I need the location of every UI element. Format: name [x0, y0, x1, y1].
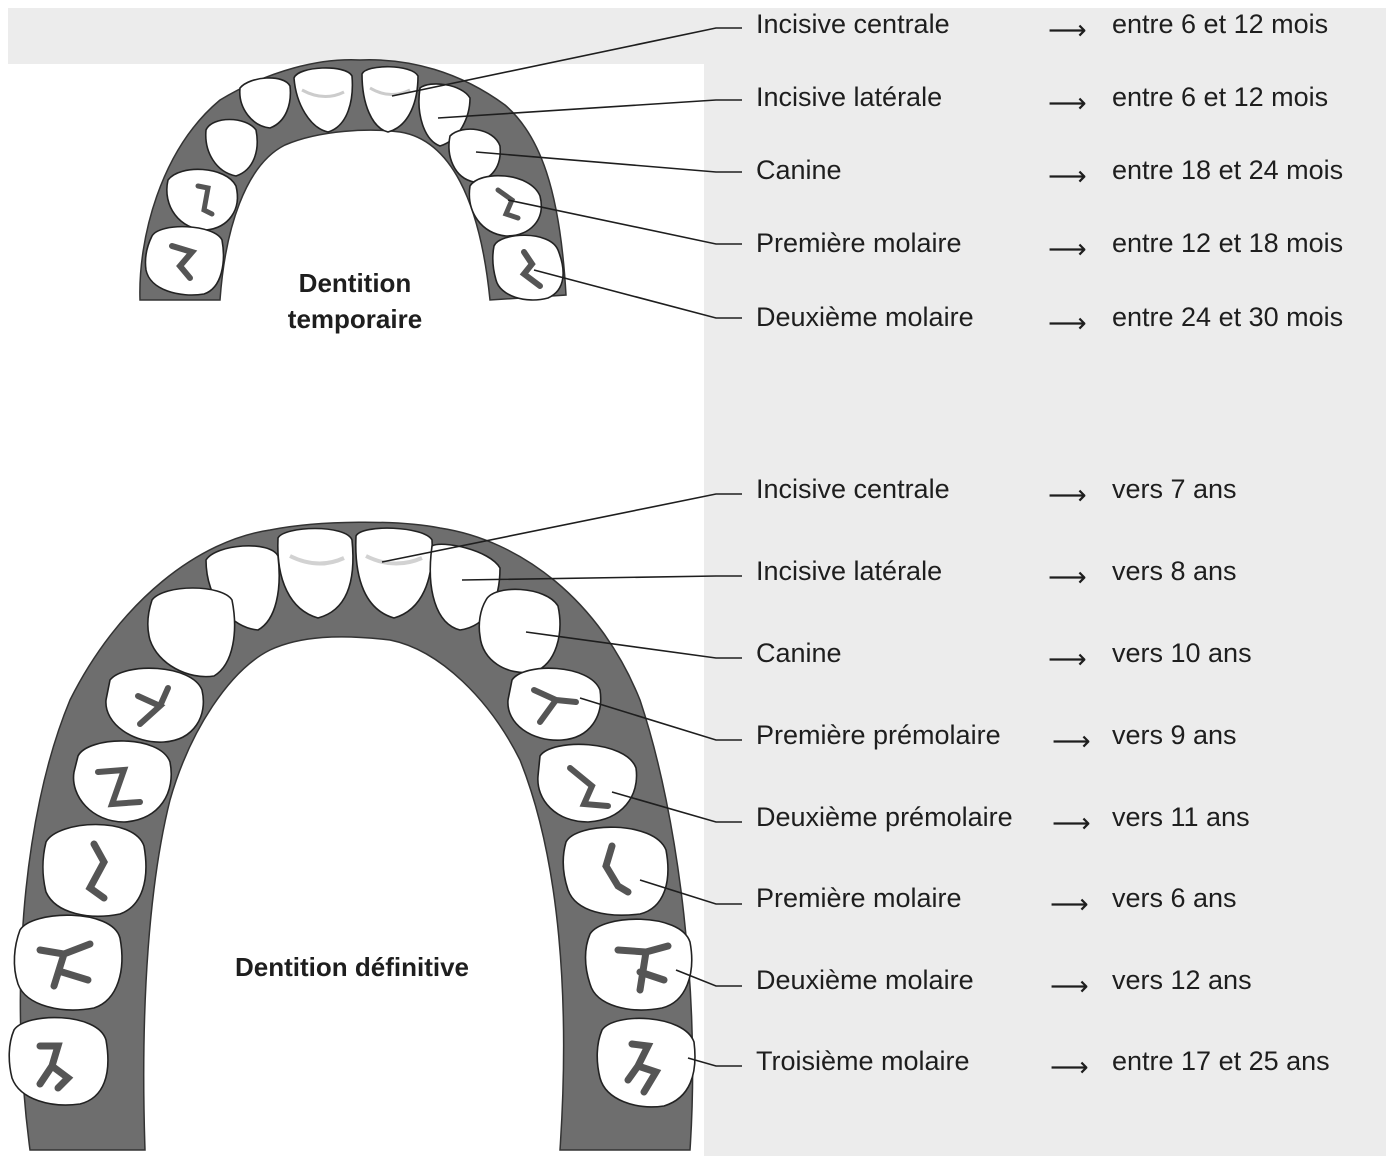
- permanent-tooth: [14, 915, 122, 1010]
- arrow-glyph: ⟶: [1048, 308, 1087, 339]
- temporary-labels: Incisive centrale ⟶ entre 6 et 12 mois I…: [756, 9, 1343, 339]
- temporary-title-line2: temporaire: [288, 304, 422, 334]
- permanent-tooth: [479, 589, 560, 672]
- eruption-age: vers 9 ans: [1112, 720, 1237, 750]
- eruption-age: entre 24 et 30 mois: [1112, 302, 1343, 332]
- eruption-age: vers 12 ans: [1112, 965, 1252, 995]
- arrow-glyph: ⟶: [1048, 161, 1087, 192]
- arrow-glyph: ⟶: [1050, 971, 1089, 1002]
- arrow-glyph: ⟶: [1048, 88, 1087, 119]
- permanent-labels: Incisive centrale ⟶ vers 7 ans Incisive …: [756, 474, 1330, 1083]
- tooth-label: Incisive latérale: [756, 556, 942, 586]
- leader-line: [688, 1058, 742, 1066]
- temporary-leader-lines: [392, 28, 742, 318]
- eruption-age: vers 11 ans: [1112, 802, 1250, 832]
- tooth-label: Incisive centrale: [756, 9, 950, 39]
- arrow-glyph: ⟶: [1048, 562, 1087, 593]
- permanent-tooth: [43, 825, 146, 917]
- arrow-glyph: ⟶: [1048, 644, 1087, 675]
- tooth-label: Première molaire: [756, 883, 962, 913]
- tooth-label: Incisive centrale: [756, 474, 950, 504]
- arrow-glyph: ⟶: [1052, 726, 1091, 757]
- permanent-tooth: [9, 1018, 108, 1105]
- temporary-tooth: [145, 227, 223, 295]
- arrow-glyph: ⟶: [1048, 234, 1087, 265]
- permanent-tooth: [508, 668, 601, 740]
- tooth-label: Deuxième molaire: [756, 965, 974, 995]
- tooth-label: Deuxième prémolaire: [756, 802, 1013, 832]
- eruption-age: entre 12 et 18 mois: [1112, 228, 1343, 258]
- tooth-label: Deuxième molaire: [756, 302, 974, 332]
- eruption-age: vers 10 ans: [1112, 638, 1252, 668]
- eruption-age: vers 6 ans: [1112, 883, 1237, 913]
- permanent-tooth: [586, 919, 692, 1010]
- permanent-tooth: [538, 744, 637, 822]
- eruption-age: entre 6 et 12 mois: [1112, 82, 1328, 112]
- arrow-glyph: ⟶: [1050, 889, 1089, 920]
- eruption-age: vers 8 ans: [1112, 556, 1237, 586]
- eruption-age: vers 7 ans: [1112, 474, 1237, 504]
- temporary-tooth: [493, 235, 563, 300]
- permanent-title: Dentition définitive: [235, 952, 469, 982]
- tooth-label: Incisive latérale: [756, 82, 942, 112]
- arrow-glyph: ⟶: [1048, 15, 1087, 46]
- permanent-tooth: [563, 827, 668, 915]
- eruption-age: entre 6 et 12 mois: [1112, 9, 1328, 39]
- tooth-label: Première prémolaire: [756, 720, 1001, 750]
- temporary-title-line1: Dentition: [299, 268, 412, 298]
- tooth-label: Canine: [756, 155, 842, 185]
- tooth-label: Troisième molaire: [756, 1046, 970, 1076]
- arrow-glyph: ⟶: [1048, 480, 1087, 511]
- permanent-arch: Dentition définitive: [9, 522, 695, 1150]
- tooth-label: Canine: [756, 638, 842, 668]
- permanent-tooth: [597, 1018, 695, 1107]
- eruption-age: entre 17 et 25 ans: [1112, 1046, 1330, 1076]
- temporary-arch: Dentition temporaire: [140, 60, 566, 334]
- arrow-glyph: ⟶: [1052, 808, 1091, 839]
- tooth-label: Première molaire: [756, 228, 962, 258]
- arrow-glyph: ⟶: [1050, 1052, 1089, 1083]
- eruption-age: entre 18 et 24 mois: [1112, 155, 1343, 185]
